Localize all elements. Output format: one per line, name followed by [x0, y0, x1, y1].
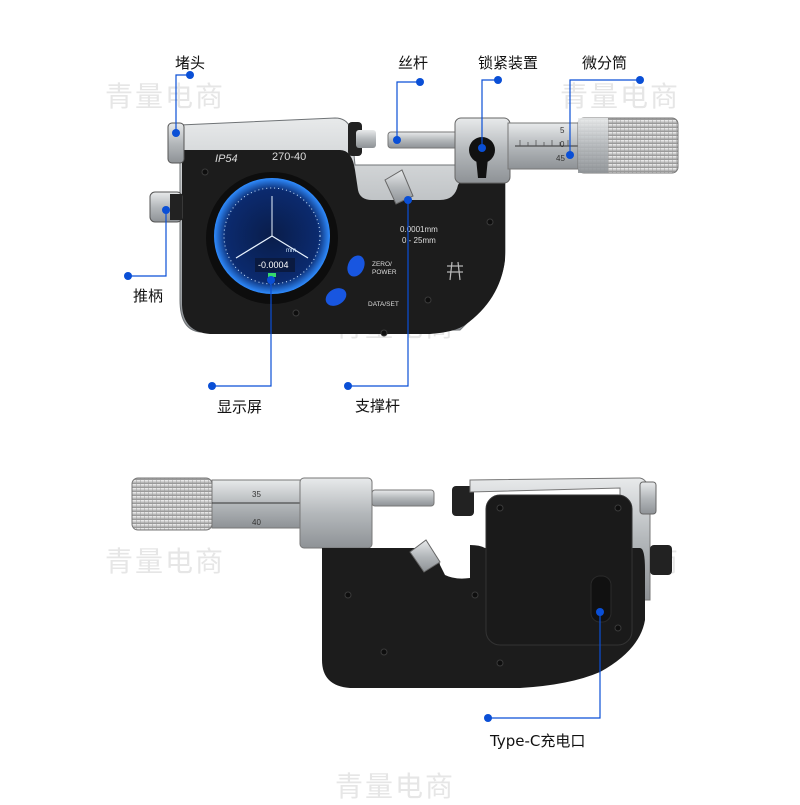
svg-text:DATA/SET: DATA/SET — [368, 301, 399, 308]
svg-text:IP54: IP54 — [215, 153, 238, 165]
watermark: 青量电商 — [335, 770, 456, 803]
support-rod — [384, 169, 414, 205]
watermark: 青量电商 — [105, 80, 226, 113]
label-charging: Type-C充电口 — [490, 732, 586, 750]
svg-text:0: 0 — [560, 140, 565, 149]
label-spindle: 丝杆 — [398, 54, 429, 72]
svg-text:45: 45 — [556, 154, 565, 163]
label-anvil: 堵头 — [175, 54, 206, 72]
svg-text:0 - 25mm: 0 - 25mm — [402, 236, 436, 245]
zero-power-button[interactable] — [344, 253, 368, 280]
svg-text:40: 40 — [252, 518, 261, 527]
svg-text:-0.0004: -0.0004 — [258, 260, 289, 270]
brand-logo — [447, 261, 463, 281]
label-lock: 锁紧装置 — [478, 54, 539, 72]
data-set-button[interactable] — [322, 285, 349, 310]
svg-text:270-40: 270-40 — [272, 151, 306, 163]
watermark: 青量电商 — [105, 545, 226, 578]
svg-text:0.0001mm: 0.0001mm — [400, 225, 438, 234]
label-retract: 推柄 — [133, 287, 164, 305]
type-c-port[interactable] — [590, 575, 612, 623]
label-support: 支撑杆 — [355, 397, 401, 415]
top-micrometer: 5 0 45 -0.0004 mm IP54 270-40 0.0001mm 0… — [149, 117, 679, 337]
svg-text:POWER: POWER — [372, 269, 397, 276]
svg-text:5: 5 — [560, 126, 565, 135]
bottom-micrometer: 35 40 — [131, 477, 672, 688]
svg-text:35: 35 — [252, 490, 261, 499]
label-thimble: 微分筒 — [582, 54, 628, 72]
watermark: 青量电商 — [560, 80, 681, 113]
svg-text:ZERO/: ZERO/ — [372, 261, 392, 268]
svg-text:mm: mm — [286, 248, 296, 254]
label-display: 显示屏 — [217, 398, 263, 416]
